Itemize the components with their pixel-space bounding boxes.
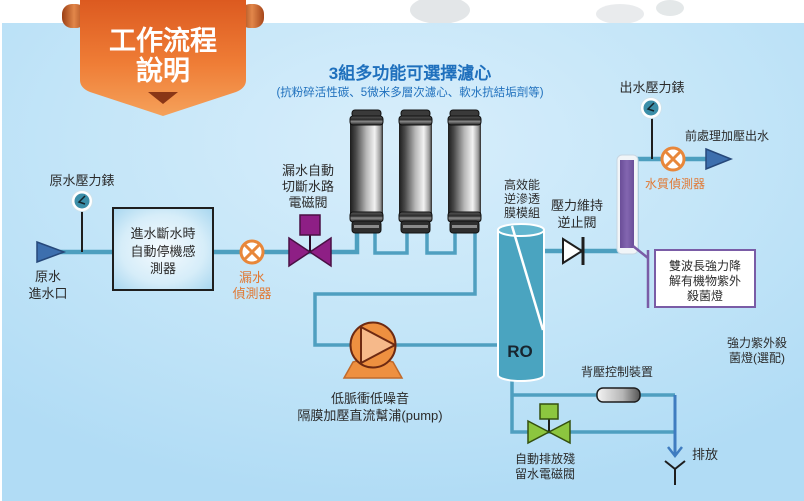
filter-cartridge-icon (398, 109, 433, 234)
leak-detector-label-line1: 漏水 (239, 270, 265, 285)
uv-lamp-icon (616, 154, 639, 255)
inlet-label-line2: 進水口 (28, 286, 67, 301)
uv-optional-line2: 菌燈(選配) (729, 350, 785, 365)
sensor-line1: 進水斷水時 (130, 226, 195, 241)
filters-subtitle: (抗粉碎活性碳、5微米多層次濾心、軟水抗結垢劑等) (276, 85, 543, 99)
uv-callout-line1: 雙波長強力降 (669, 259, 741, 273)
inlet-gauge-label: 原水壓力錶 (49, 173, 114, 188)
pump-label-line1: 低脈衝低噪音 (331, 391, 409, 406)
inlet-label-line1: 原水 (35, 269, 61, 284)
water-quality-detector-label: 水質偵測器 (645, 176, 705, 191)
check-valve-icon (562, 237, 585, 265)
check-valve-label-line1: 壓力維持 (551, 198, 603, 213)
uv-callout: 雙波長強力降 解有機物紫外 殺菌燈 (632, 245, 756, 308)
outlet-gauge-label: 出水壓力錶 (619, 80, 684, 95)
pump-icon (342, 321, 404, 379)
drain-outlet-symbol-icon (664, 460, 686, 485)
ro-label-line2: 逆滲透 (504, 191, 540, 206)
water-quality-detector-icon (660, 146, 686, 172)
solenoid-valve-label-line3: 電磁閥 (288, 195, 327, 210)
solenoid-valve-label-line1: 漏水自動 (282, 163, 334, 178)
banner-title-line2: 說明 (136, 55, 190, 86)
filter-link-pipe-1 (373, 232, 409, 255)
uv-optional-line1: 強力紫外殺 (727, 336, 787, 350)
drain-label: 排放 (692, 447, 718, 462)
outlet-pressure-gauge-icon (640, 97, 662, 119)
leak-detector-label-line2: 偵測器 (232, 286, 271, 301)
solenoid-valve-label-line2: 切斷水路 (282, 179, 334, 194)
sensor-line2: 自動停機感 (130, 244, 195, 259)
filter-link-pipe-2 (425, 232, 457, 255)
ro-label: RO (507, 342, 533, 361)
drain-valve-label-line2: 留水電磁閥 (515, 466, 575, 481)
outlet-label: 前處理加壓出水 (685, 128, 769, 143)
back-pressure-device-icon (596, 387, 641, 403)
ro-label-line3: 膜模組 (504, 206, 540, 220)
banner-pointer-icon (148, 92, 178, 104)
uv-callout-line3: 殺菌燈 (687, 288, 723, 303)
header-banner: 工作流程 說明 (62, 0, 264, 116)
back-pressure-label: 背壓控制裝置 (581, 365, 653, 379)
filter-cartridge-icon (349, 109, 384, 234)
filter-cartridge-icon (447, 109, 482, 234)
filter-cartridges (349, 109, 482, 234)
water-cutoff-sensor-box: 進水斷水時 自動停機感 測器 (112, 207, 214, 291)
drain-arrow-icon (667, 446, 683, 459)
leak-detector-icon (239, 239, 265, 265)
banner-title-line1: 工作流程 (109, 26, 217, 56)
filters-title: 3組多功能可選擇濾心 (329, 63, 491, 83)
check-valve-label-line2: 逆止閥 (557, 215, 596, 230)
uv-callout-line2: 解有機物紫外 (669, 273, 741, 288)
filter-to-pump-pipe (313, 232, 477, 347)
drain-valve-icon (527, 403, 571, 445)
inlet-pressure-gauge-icon (71, 190, 93, 212)
sensor-line3: 測器 (150, 261, 176, 276)
solenoid-valve-icon (288, 214, 332, 268)
ro-label-line1: 高效能 (504, 177, 540, 192)
outlet-arrow-icon (705, 147, 734, 171)
water-splash-decoration (410, 0, 470, 24)
drain-valve-label-line1: 自動排放殘 (515, 451, 575, 466)
ro-membrane-icon: RO (497, 223, 545, 382)
pump-label-line2: 隔膜加壓直流幫浦(pump) (297, 408, 442, 423)
inlet-arrow-icon (36, 240, 67, 264)
